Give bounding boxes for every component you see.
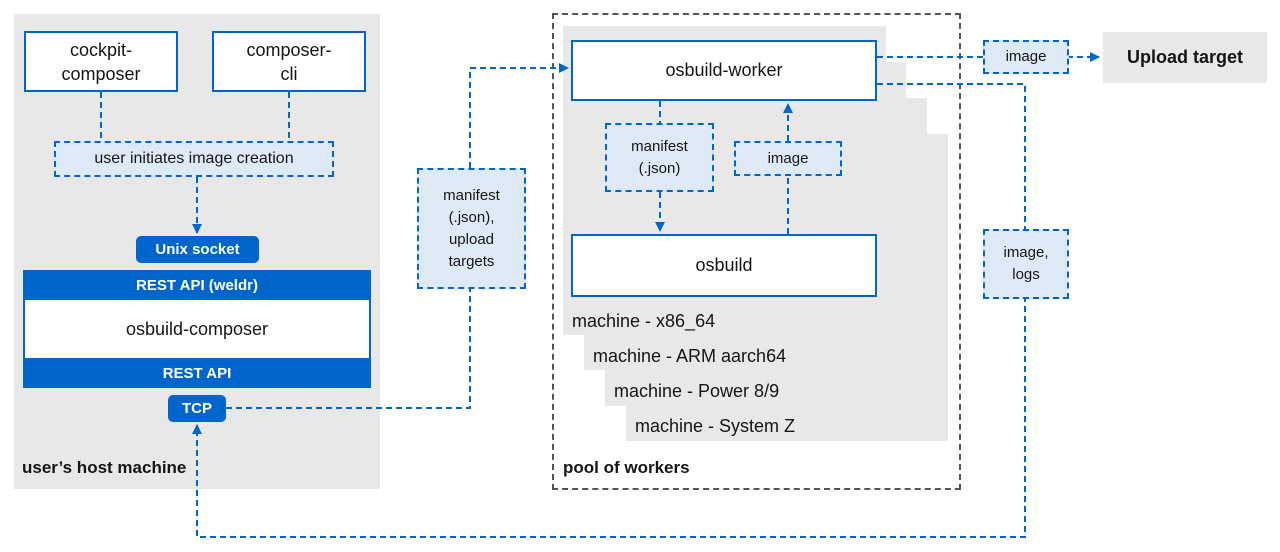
machine-label-system-z: machine - System Z (635, 415, 796, 436)
rest-api-weldr-bar: REST API (weldr) (23, 270, 371, 300)
image-logs-label: image, logs (983, 229, 1069, 299)
rest-api-bar: REST API (23, 358, 371, 388)
unix-socket-badge: Unix socket (136, 236, 259, 263)
osbuild-composer-label: osbuild-composer (125, 318, 269, 339)
machine-label-arm: machine - ARM aarch64 (593, 345, 787, 366)
upload-target-box: Upload target (1103, 32, 1267, 83)
machine-label-x86: machine - x86_64 (572, 310, 716, 331)
user-initiates-label: user initiates image creation (54, 141, 334, 177)
upload-target-label: Upload target (1126, 47, 1243, 67)
upload-image-label: image (983, 40, 1069, 74)
osbuild-box: osbuild (571, 234, 877, 297)
worker-manifest-label: manifest (.json) (605, 123, 714, 192)
tcp-badge: TCP (168, 395, 226, 422)
machine-label-power: machine - Power 8/9 (614, 380, 780, 401)
composer-cli-box: composer- cli (212, 31, 366, 92)
manifest-upload-targets-label: manifest (.json), upload targets (417, 168, 526, 289)
pool-of-workers-title: pool of workers (563, 458, 690, 477)
host-machine-title: user’s host machine (22, 458, 187, 477)
cockpit-composer-box: cockpit- composer (24, 31, 178, 92)
osbuild-worker-box: osbuild-worker (571, 40, 877, 101)
osbuild-composer-box: osbuild-composer (23, 300, 371, 358)
worker-image-label: image (734, 141, 842, 176)
